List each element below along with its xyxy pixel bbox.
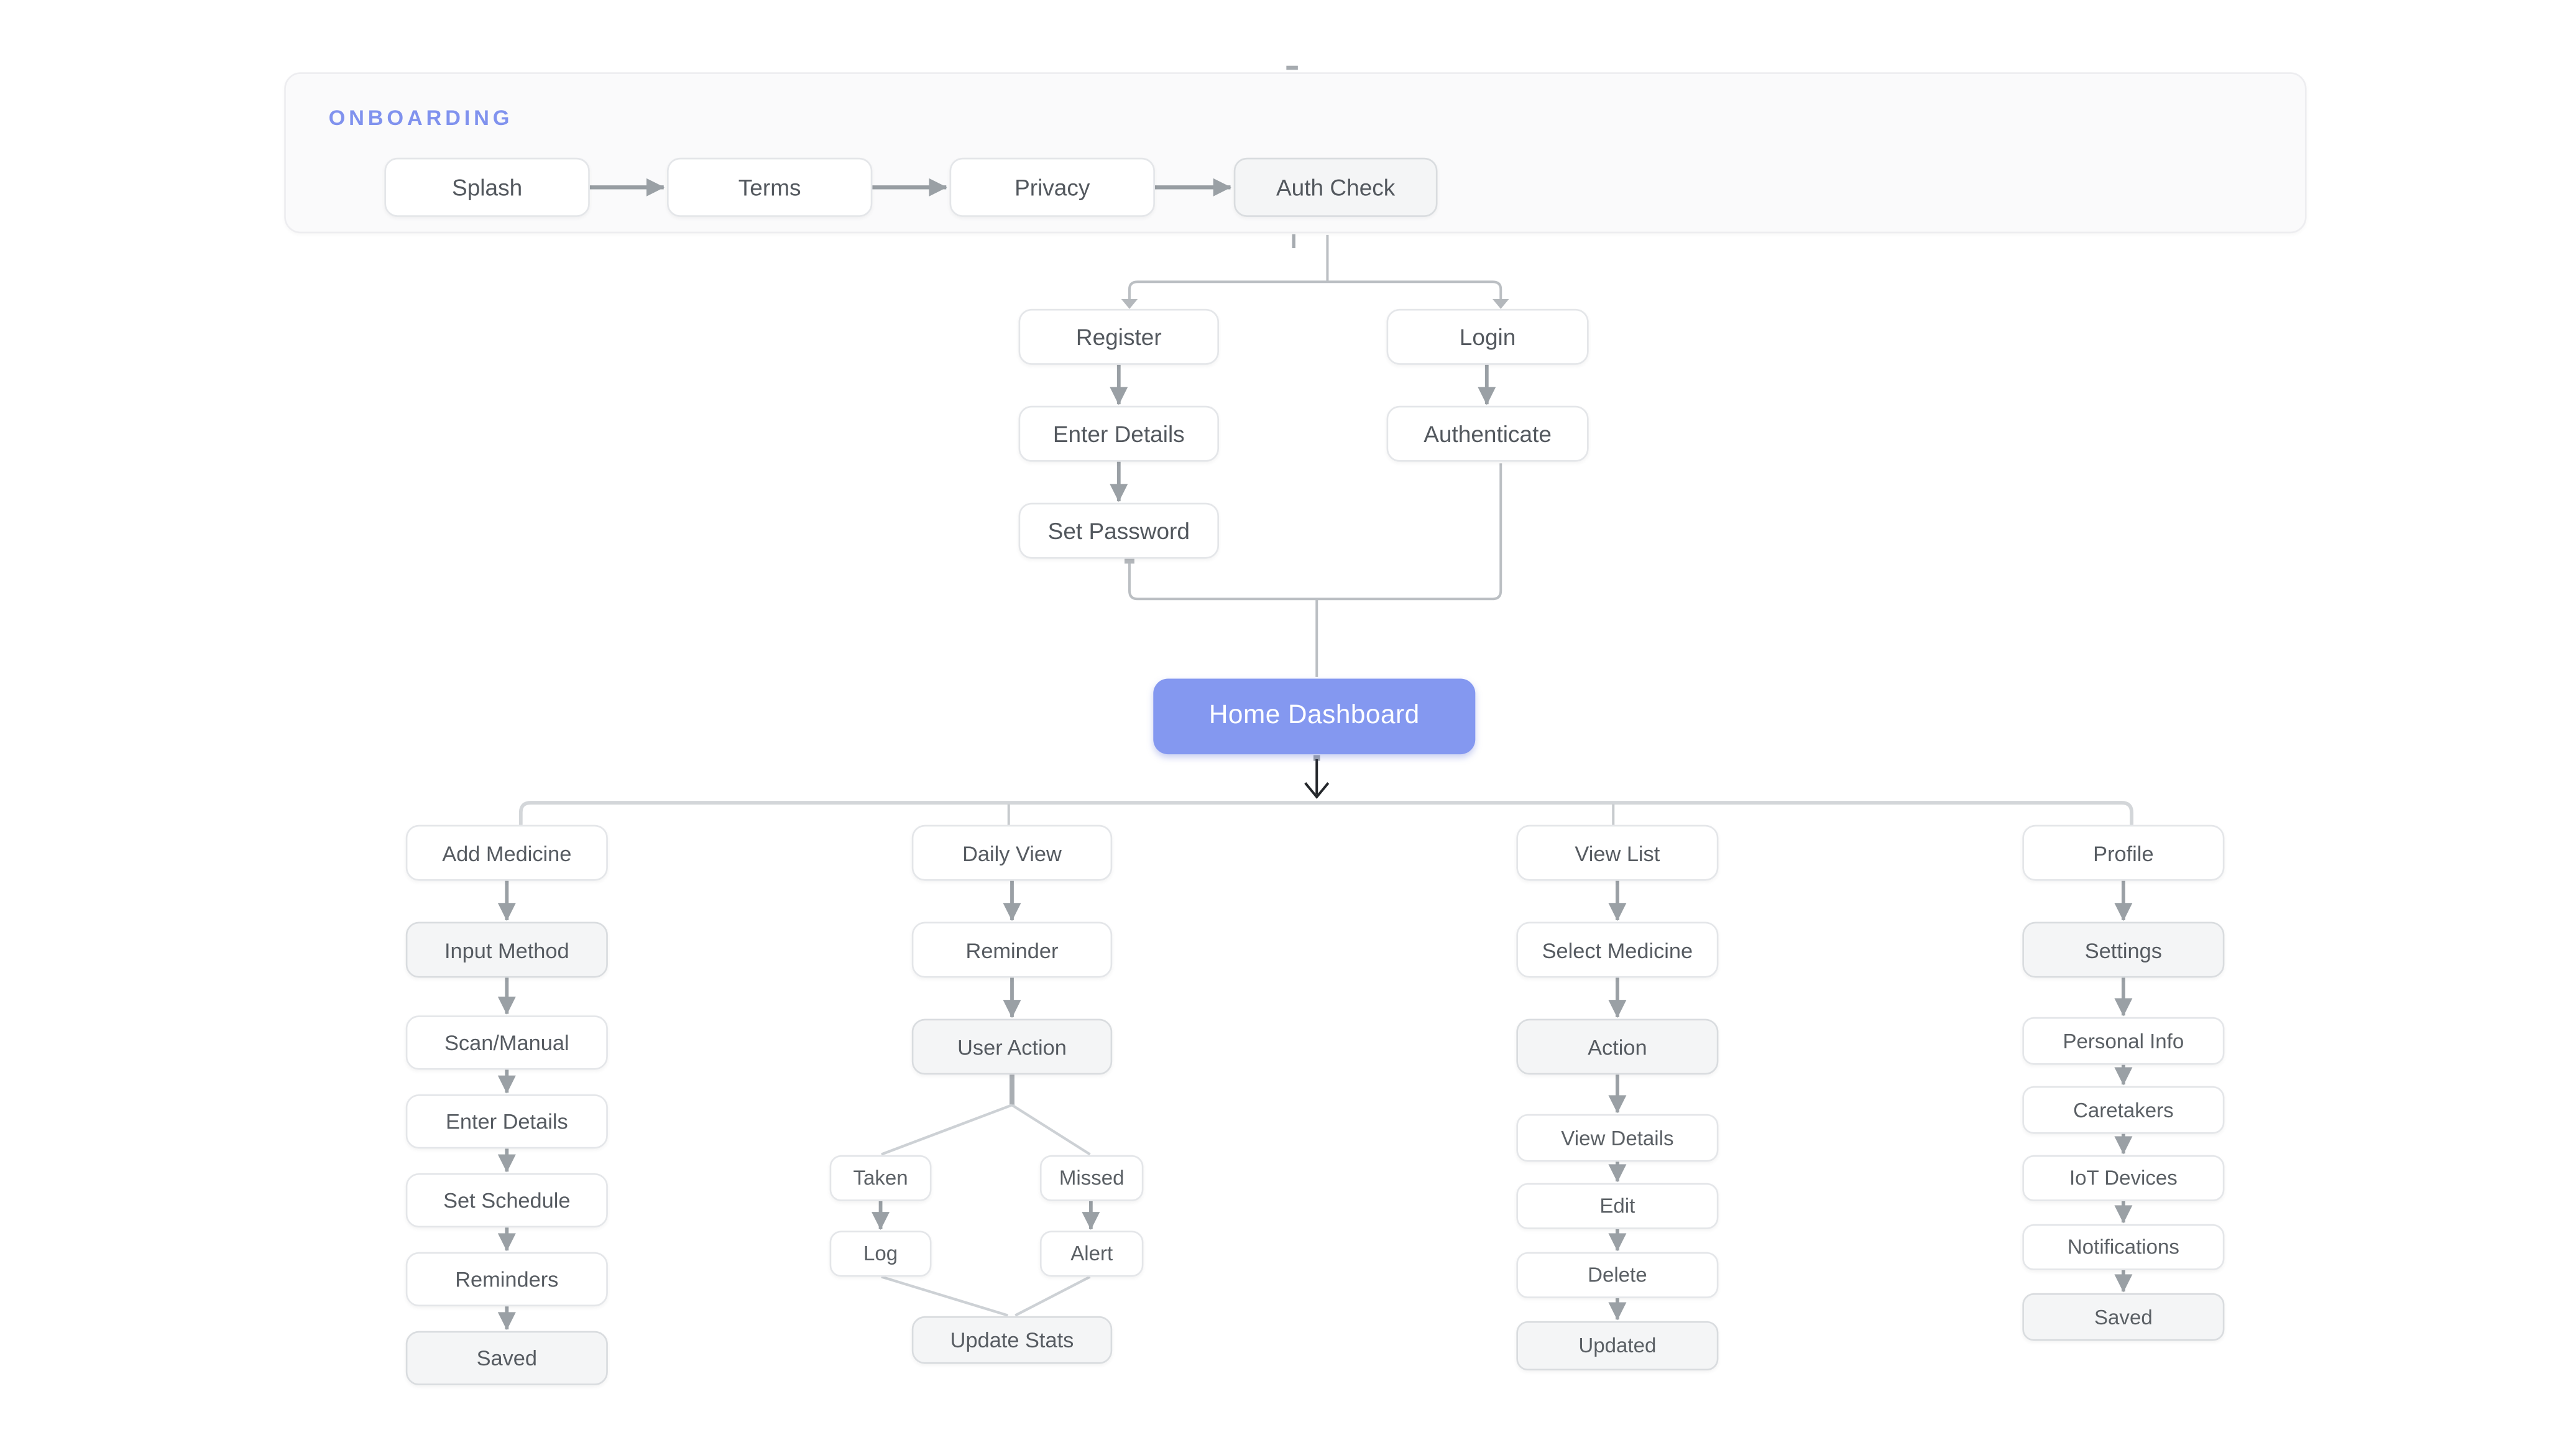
node-label: Delete <box>1588 1263 1647 1287</box>
node-select-medicine[interactable]: Select Medicine <box>1516 921 1719 978</box>
node-label: Enter Details <box>445 1109 568 1134</box>
node-label: Add Medicine <box>442 840 572 865</box>
node-label: Input Method <box>444 937 569 962</box>
node-label: Update Stats <box>950 1327 1074 1353</box>
node-label: Set Password <box>1047 517 1190 544</box>
node-reminder[interactable]: Reminder <box>911 921 1113 978</box>
node-iot-devices[interactable]: IoT Devices <box>2022 1155 2225 1201</box>
node-home-dashboard[interactable]: Home Dashboard <box>1153 678 1476 755</box>
node-label: IoT Devices <box>2069 1166 2178 1190</box>
node-label: Alert <box>1070 1242 1113 1265</box>
node-label: Profile <box>2093 840 2154 865</box>
node-label: Updated <box>1578 1334 1657 1357</box>
node-label: Log <box>863 1242 898 1265</box>
node-saved-medicine[interactable]: Saved <box>405 1331 608 1385</box>
node-view-list[interactable]: View List <box>1516 824 1719 881</box>
node-label: Edit <box>1599 1194 1635 1218</box>
node-label: Taken <box>853 1166 908 1190</box>
node-user-action[interactable]: User Action <box>911 1018 1113 1075</box>
node-label: Personal Info <box>2063 1029 2184 1053</box>
node-label: Privacy <box>1014 174 1090 201</box>
node-reminders[interactable]: Reminders <box>405 1252 608 1307</box>
node-label: Notifications <box>2067 1235 2179 1259</box>
node-auth-check[interactable]: Auth Check <box>1233 157 1438 217</box>
node-personal-info[interactable]: Personal Info <box>2022 1017 2225 1065</box>
node-label: Scan/Manual <box>444 1030 569 1055</box>
node-taken[interactable]: Taken <box>829 1155 932 1201</box>
node-label: Action <box>1588 1034 1647 1059</box>
node-splash[interactable]: Splash <box>384 157 590 217</box>
node-enter-details-medicine[interactable]: Enter Details <box>405 1094 608 1149</box>
node-profile[interactable]: Profile <box>2022 824 2225 881</box>
node-label: User Action <box>957 1034 1067 1059</box>
node-set-password[interactable]: Set Password <box>1018 502 1219 559</box>
node-label: Settings <box>2084 937 2162 962</box>
node-update-stats[interactable]: Update Stats <box>911 1316 1113 1364</box>
node-add-medicine[interactable]: Add Medicine <box>405 824 608 881</box>
hub-down-arrow <box>1304 755 1330 799</box>
node-label: Home Dashboard <box>1208 701 1420 730</box>
node-label: View List <box>1575 840 1660 865</box>
node-saved-profile[interactable]: Saved <box>2022 1293 2225 1341</box>
node-label: View Details <box>1561 1126 1674 1150</box>
node-notifications[interactable]: Notifications <box>2022 1224 2225 1270</box>
node-log[interactable]: Log <box>829 1230 932 1277</box>
node-label: Caretakers <box>2073 1098 2174 1122</box>
node-action[interactable]: Action <box>1516 1018 1719 1075</box>
node-view-details[interactable]: View Details <box>1516 1114 1719 1162</box>
node-missed[interactable]: Missed <box>1039 1155 1144 1201</box>
node-label: Auth Check <box>1276 174 1396 201</box>
node-label: Reminders <box>455 1267 559 1292</box>
merge-nub <box>1125 558 1134 564</box>
node-settings[interactable]: Settings <box>2022 921 2225 978</box>
node-label: Set Schedule <box>443 1188 571 1213</box>
register-entry-nub <box>1121 299 1138 309</box>
node-set-schedule[interactable]: Set Schedule <box>405 1173 608 1228</box>
node-enter-details[interactable]: Enter Details <box>1018 405 1219 462</box>
node-delete[interactable]: Delete <box>1516 1252 1719 1298</box>
node-label: Authenticate <box>1424 420 1552 447</box>
node-label: Select Medicine <box>1542 937 1693 962</box>
node-label: Terms <box>738 174 801 201</box>
node-label: Saved <box>2094 1305 2153 1329</box>
node-edit[interactable]: Edit <box>1516 1183 1719 1229</box>
node-alert[interactable]: Alert <box>1039 1230 1144 1277</box>
node-updated[interactable]: Updated <box>1516 1321 1719 1371</box>
node-label: Register <box>1075 323 1162 350</box>
node-label: Reminder <box>965 937 1059 962</box>
node-scan-manual[interactable]: Scan/Manual <box>405 1015 608 1070</box>
branch-rail <box>518 801 2134 825</box>
node-label: Daily View <box>962 840 1062 865</box>
node-terms[interactable]: Terms <box>667 157 873 217</box>
node-authenticate[interactable]: Authenticate <box>1386 405 1589 462</box>
login-entry-nub <box>1493 299 1509 309</box>
node-input-method[interactable]: Input Method <box>405 921 608 978</box>
node-label: Missed <box>1059 1166 1125 1190</box>
node-caretakers[interactable]: Caretakers <box>2022 1086 2225 1134</box>
node-register[interactable]: Register <box>1018 308 1219 365</box>
node-label: Splash <box>452 174 523 201</box>
flow-arrows <box>497 364 2133 1331</box>
node-privacy[interactable]: Privacy <box>949 157 1155 217</box>
node-label: Enter Details <box>1052 420 1185 447</box>
node-label: Login <box>1459 323 1516 350</box>
node-login[interactable]: Login <box>1386 308 1589 365</box>
onboarding-subgraph-label: ONBOARDING <box>328 105 513 130</box>
node-label: Saved <box>476 1345 538 1371</box>
node-daily-view[interactable]: Daily View <box>911 824 1113 881</box>
